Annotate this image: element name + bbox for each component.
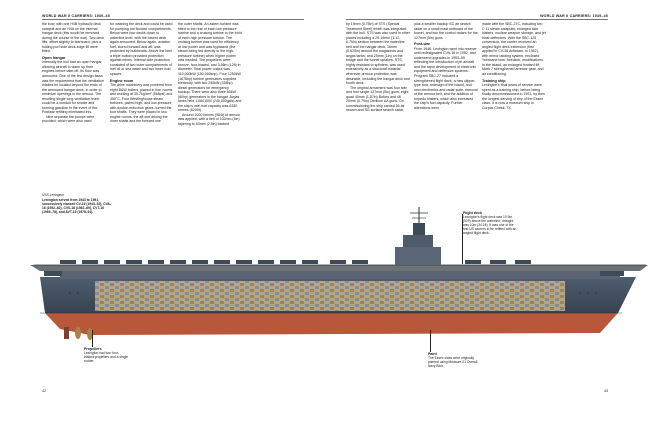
hull-cutaway — [95, 281, 565, 311]
propellers-caption: Propellers Lexington had four four-blade… — [84, 347, 128, 363]
text-column-4: by 19mm (0.75in) of STS (Special Treatme… — [346, 22, 410, 113]
paragraph: Internally the hull had an open hangar, … — [42, 60, 104, 115]
ship-caption: USS Lexington Lexington served from 1943… — [42, 193, 112, 214]
paint-text: The Essex class were originally painted … — [428, 356, 478, 369]
section-heading-open-hangar: Open hangar — [42, 55, 66, 60]
paragraph: Nine separate fire pumps were provided, … — [42, 114, 95, 124]
gun-galleries — [44, 271, 624, 276]
paint-caption: Paint The Essex class were originally pa… — [428, 352, 478, 368]
paint-title: Paint — [428, 352, 437, 356]
ship-service-text: Lexington served from 1943 to 1991, succ… — [42, 198, 112, 215]
right-page: WORLD WAR II CARRIERS: 1939–45 by 19mm (… — [325, 0, 650, 424]
paint-leader-line — [430, 330, 431, 352]
flight-deck — [30, 265, 648, 271]
propellers-title: Propellers — [84, 347, 102, 351]
text-column-3: the outer shafts. An astern turbine was … — [178, 22, 242, 127]
flight-deck-leader-line — [462, 214, 463, 264]
hull-portholes — [69, 292, 597, 294]
hull-antifouling — [45, 313, 618, 335]
running-header-right: WORLD WAR II CARRIERS: 1939–45 — [540, 14, 608, 18]
paragraph: The original armament was four twin and … — [346, 85, 409, 113]
paragraph: The drive machinery was powered from eig… — [110, 83, 173, 124]
propellers-leader-line — [92, 330, 93, 347]
paragraph: plus a smaller backup SC air search rada… — [414, 22, 478, 40]
running-header-left: WORLD WAR II CARRIERS: 1939–45 — [42, 14, 110, 18]
header-rule-left — [42, 19, 304, 20]
text-column-6: made with the SBC-27C, including two C 1… — [482, 22, 546, 110]
paragraph: Around 1000 tonnes (984t) of armour was … — [178, 112, 241, 127]
left-page: WORLD WAR II CARRIERS: 1939–45 the bow, … — [42, 14, 304, 393]
propellers-text: Lexington had four four-bladed propeller… — [84, 351, 128, 364]
paragraph: the outer shafts. An astern turbine was … — [178, 22, 242, 113]
section-heading-training-ship: Training ship — [482, 78, 506, 83]
paragraph: by 19mm (0.75in) of STS (Special Treatme… — [346, 22, 410, 86]
aircraft-carrier-cutaway-illustration — [30, 207, 648, 340]
paragraph: Lexington's final years of service were … — [482, 83, 545, 110]
island-superstructure — [395, 207, 441, 265]
paragraph: made with the SBC-27C, including two C 1… — [482, 22, 546, 77]
flight-deck-text: Lexington's flight deck was 10.9m (529) … — [463, 215, 517, 236]
flight-deck-caption: Flight deck Lexington's flight deck was … — [463, 211, 517, 236]
paragraph: the bow, with one H4B hydraulic deck cat… — [42, 22, 105, 54]
propellers-and-rudder — [64, 327, 93, 340]
ship-name: USS Lexington — [42, 193, 64, 197]
deck-aircraft — [60, 260, 531, 264]
section-heading-engine-room: Engine room — [110, 78, 134, 83]
section-heading-post-war: Post-war — [414, 42, 431, 47]
text-column-2: for washing the deck and could be used f… — [110, 22, 174, 124]
text-column-1: the bow, with one H4B hydraulic deck cat… — [42, 22, 106, 124]
page-number-left: 42 — [42, 389, 46, 393]
page-number-right: 43 — [604, 389, 608, 393]
header-rule-right — [346, 19, 608, 20]
flight-deck-title: Flight deck — [463, 211, 482, 215]
paragraph: From 1946, Lexington went into reserve u… — [414, 46, 478, 110]
paragraph: for washing the deck and could be used f… — [110, 22, 173, 77]
hangar-deck — [60, 271, 620, 279]
text-column-5: plus a smaller backup SC air search rada… — [414, 22, 478, 110]
